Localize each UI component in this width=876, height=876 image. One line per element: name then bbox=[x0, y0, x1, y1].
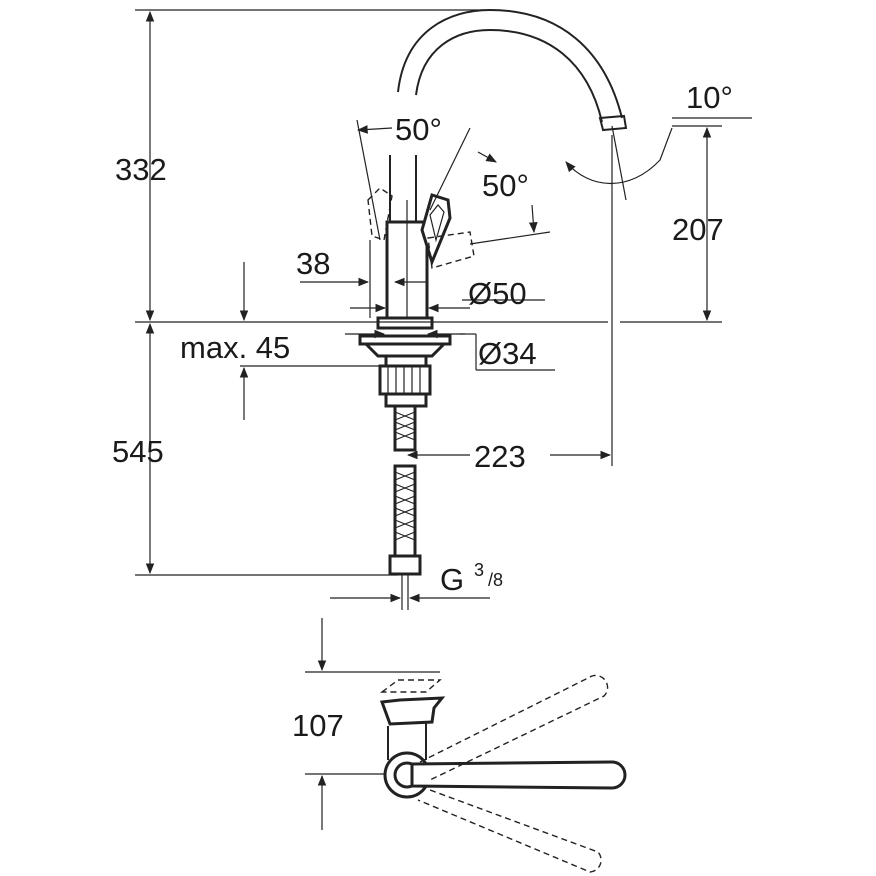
spout-outlet bbox=[598, 114, 628, 132]
hose-connector bbox=[388, 554, 422, 576]
plan-spout bbox=[410, 760, 627, 790]
dim-connector-num: 3 bbox=[474, 560, 484, 580]
faucet-elevation bbox=[358, 8, 628, 610]
dim-223: 223 bbox=[474, 439, 526, 474]
dim-connector-g: G bbox=[440, 562, 464, 597]
hose-lower bbox=[393, 464, 417, 558]
dim-diameter-50: Ø50 bbox=[468, 276, 527, 311]
dimension-labels: 332 545 207 223 10° 50° 50° 38 Ø50 Ø34 m… bbox=[112, 80, 733, 743]
plan-lever bbox=[379, 696, 446, 726]
spout-outer bbox=[397, 8, 623, 119]
dim-38: 38 bbox=[296, 246, 330, 281]
dim-545: 545 bbox=[112, 434, 164, 469]
spout-inner bbox=[415, 28, 603, 123]
dim-10-deg: 10° bbox=[686, 80, 733, 115]
dim-332: 332 bbox=[115, 152, 167, 187]
dim-50-deg-b: 50° bbox=[482, 168, 529, 203]
dimension-lines bbox=[135, 9, 752, 830]
lever-alt-right bbox=[427, 231, 475, 269]
dim-107: 107 bbox=[292, 708, 344, 743]
faucet-plan-view bbox=[379, 674, 627, 873]
dim-207: 207 bbox=[672, 212, 724, 247]
dim-diameter-34: Ø34 bbox=[478, 336, 537, 371]
lever-alt-left bbox=[367, 187, 393, 241]
dim-max-45: max. 45 bbox=[180, 330, 290, 365]
hose-upper bbox=[393, 404, 417, 452]
dim-connector-den: /8 bbox=[488, 570, 503, 590]
dim-50-deg-a: 50° bbox=[395, 112, 442, 147]
